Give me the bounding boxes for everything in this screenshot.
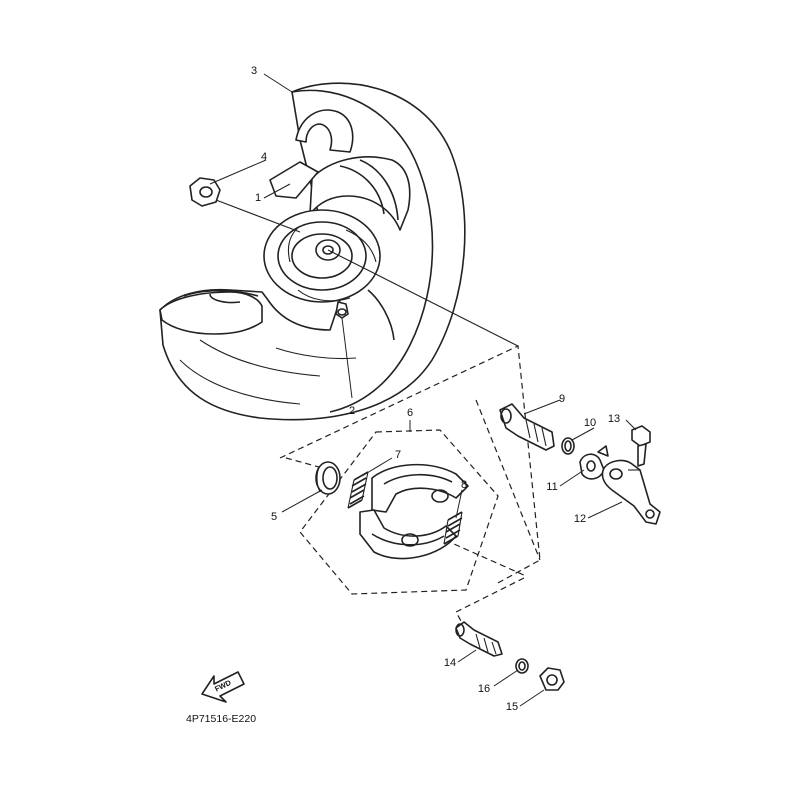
callout-9: 9: [559, 393, 565, 405]
hub-nut-part-4[interactable]: [189, 177, 221, 207]
valve-stem-part-2[interactable]: [335, 301, 349, 319]
assembly-line-camshaft: [475, 399, 541, 561]
callout-12: 12: [574, 513, 586, 525]
assembly-line-bottom: [455, 577, 525, 631]
callout-11: 11: [546, 481, 557, 493]
callout-16: 16: [478, 683, 490, 695]
seal-part-5[interactable]: [315, 461, 341, 495]
axle-nut-part-15[interactable]: [539, 667, 565, 691]
callout-1: 1: [255, 192, 261, 204]
callout-14: 14: [444, 657, 456, 669]
callout-3: 3: [251, 65, 257, 77]
callout-7: 7: [395, 449, 401, 461]
spring-part-8[interactable]: [443, 511, 463, 545]
washer-part-16[interactable]: [515, 658, 529, 674]
callout-5: 5: [271, 511, 277, 523]
brake-lever-part-12[interactable]: [601, 459, 661, 525]
brake-shoe-upper[interactable]: [371, 463, 469, 513]
callout-2: 2: [349, 405, 355, 417]
o-ring-part-10[interactable]: [561, 437, 575, 455]
brake-shoe-set-outline: [299, 429, 499, 595]
callout-13: 13: [608, 413, 620, 425]
diagram-code: 4P71516-E220: [186, 713, 256, 725]
callout-8: 8: [461, 479, 467, 491]
spring-part-7[interactable]: [347, 471, 369, 509]
callout-15: 15: [506, 701, 518, 713]
camshaft-part-9[interactable]: [499, 403, 555, 451]
leader-lines: [209, 73, 637, 707]
callout-4: 4: [261, 151, 267, 163]
callout-10: 10: [584, 417, 596, 429]
assembly-line-lower: [285, 457, 331, 471]
fwd-arrow-icon: FWD: [201, 671, 245, 703]
brake-shoe-lower[interactable]: [359, 509, 457, 560]
assembly-line-left: [279, 345, 541, 585]
bolt-part-13[interactable]: [631, 425, 651, 467]
axle-part-14[interactable]: [455, 621, 503, 657]
callout-6: 6: [407, 407, 413, 419]
